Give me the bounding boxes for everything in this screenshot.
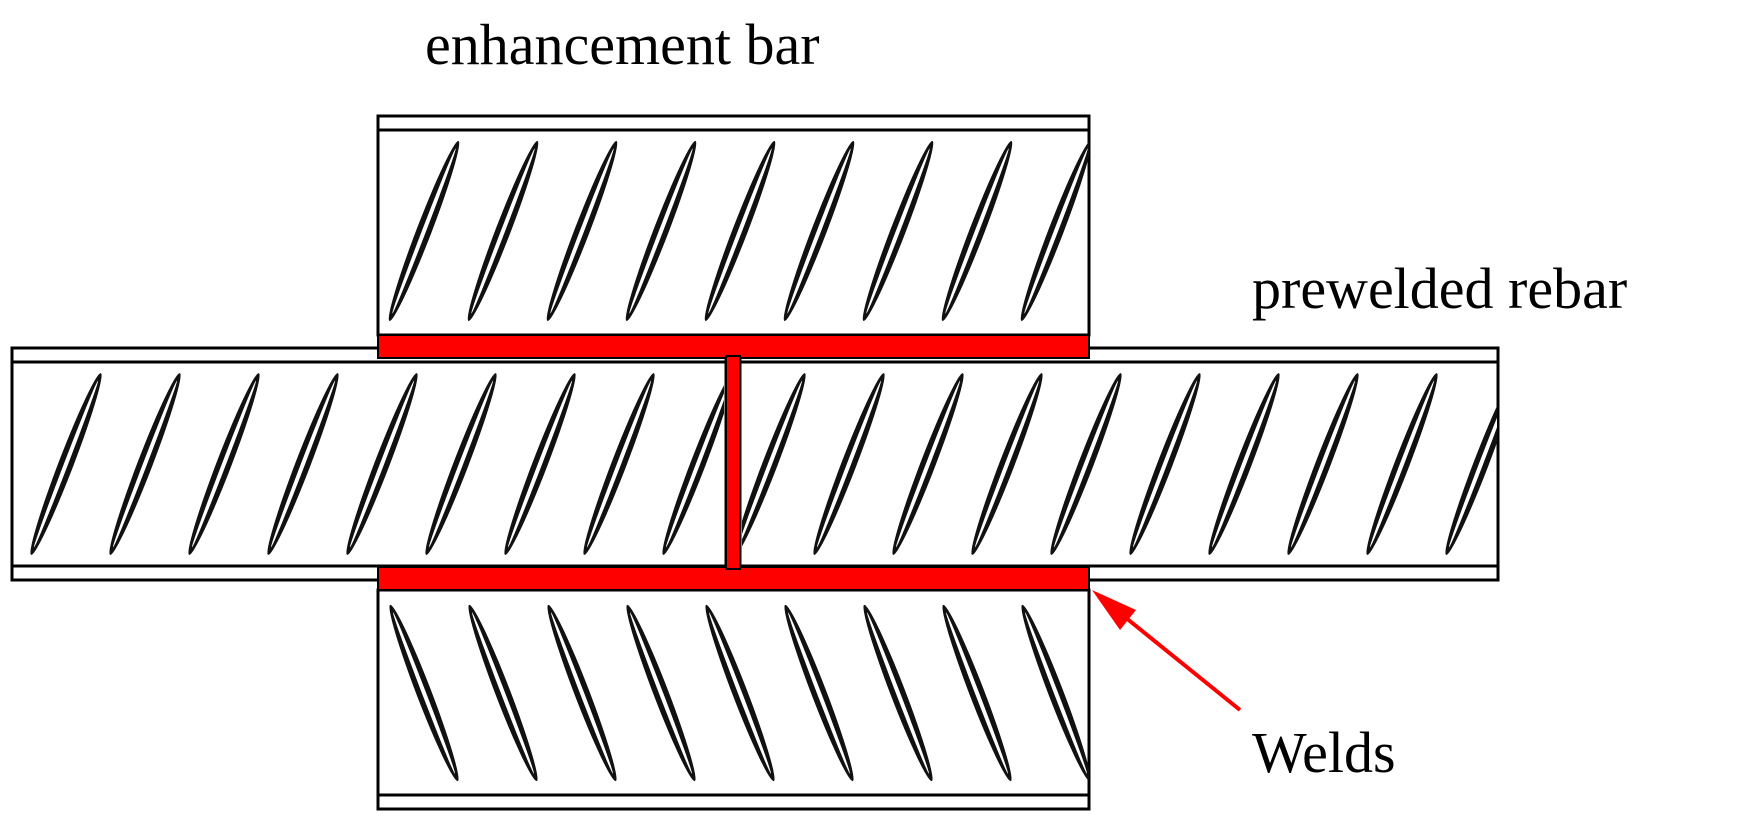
welds-arrowhead [1092, 590, 1136, 630]
weld-vertical [725, 355, 741, 570]
enhancement-bar-top-rib-highlight [945, 148, 1009, 314]
enhancement-bar-top-body [376, 114, 1091, 337]
enhancement-bar-top-rib-highlight [787, 148, 851, 314]
welds-arrow [1092, 590, 1242, 712]
prewelded-rebar-left-ribs [30, 373, 724, 555]
prewelded-rebar-right-rib-highlight [742, 380, 803, 548]
enhancement-bar-top-rib-highlight [708, 148, 772, 314]
enhancement-bar-bottom-rib-highlight [787, 612, 851, 774]
prewelded-rebar-left-rib-highlight [33, 380, 99, 548]
prewelded-rebar-left-rib-highlight [665, 380, 724, 548]
enhancement-bar-bottom-rib-highlight [866, 612, 930, 774]
prewelded-rebar-right-rib-highlight [1369, 380, 1435, 548]
prewelded-rebar-right-ribs [742, 373, 1497, 555]
prewelded-rebar-left-rib-highlight [507, 380, 573, 548]
prewelded-rebar-left-rib-highlight [112, 380, 178, 548]
enhancement-bar-bottom-rib-highlight [945, 612, 1009, 774]
prewelded-rebar-right-rib-highlight [895, 380, 961, 548]
weld-bottom [377, 566, 1090, 591]
prewelded-rebar-label: prewelded rebar [1252, 256, 1627, 321]
enhancement-bar-top-rib-highlight [550, 148, 614, 314]
welds-label: Welds [1252, 720, 1396, 785]
enhancement-bar-top [376, 114, 1091, 337]
prewelded-rebar-right-rib-highlight [1211, 380, 1277, 548]
prewelded-rebar-right-rib-highlight [1290, 380, 1356, 548]
prewelded-rebar-right-rib-highlight [1132, 380, 1198, 548]
enhancement-bar-bottom-rib-highlight [708, 612, 772, 774]
prewelded-rebar-right-rib-highlight [1448, 380, 1497, 548]
enhancement-bar-bottom-rib-highlight [1024, 612, 1088, 774]
welds-arrow-line [1108, 603, 1242, 712]
enhancement-bar-bottom-rib-highlight [550, 612, 614, 774]
enhancement-bar-bottom-rib-highlight [392, 612, 456, 774]
prewelded-rebar-right-rib-highlight [974, 380, 1040, 548]
prewelded-rebar-left-rib-highlight [270, 380, 336, 548]
enhancement-bar-bottom-body [376, 588, 1091, 811]
welds [377, 334, 1090, 591]
enhancement-bar-top-rib-highlight [392, 148, 456, 314]
prewelded-rebar-left-rib-highlight [428, 380, 494, 548]
enhancement-bar-bottom-ribs [389, 604, 1089, 782]
prewelded-rebar-right [738, 346, 1500, 582]
enhancement-bar-top-rib-highlight [1024, 148, 1088, 314]
enhancement-bar-top-rib-highlight [471, 148, 535, 314]
prewelded-rebar-left-rib-highlight [191, 380, 257, 548]
enhancement-bar-bottom [376, 588, 1091, 811]
prewelded-rebar-left-rib-highlight [586, 380, 652, 548]
enhancement-bar-bottom-rib-highlight [629, 612, 693, 774]
prewelded-rebar-left-rib-highlight [349, 380, 415, 548]
enhancement-bar-top-rib-highlight [629, 148, 693, 314]
prewelded-rebar-right-rib-highlight [816, 380, 882, 548]
enhancement-bar-top-rib-highlight [866, 148, 930, 314]
prewelded-rebar-right-rib-highlight [1053, 380, 1119, 548]
enhancement-bar-bottom-rib-highlight [471, 612, 535, 774]
enhancement-bar-label: enhancement bar [425, 12, 820, 77]
weld-top [377, 334, 1090, 359]
prewelded-rebar-left [10, 346, 728, 582]
enhancement-bar-top-ribs [388, 141, 1089, 321]
prewelded-rebar-left-body [10, 346, 728, 582]
